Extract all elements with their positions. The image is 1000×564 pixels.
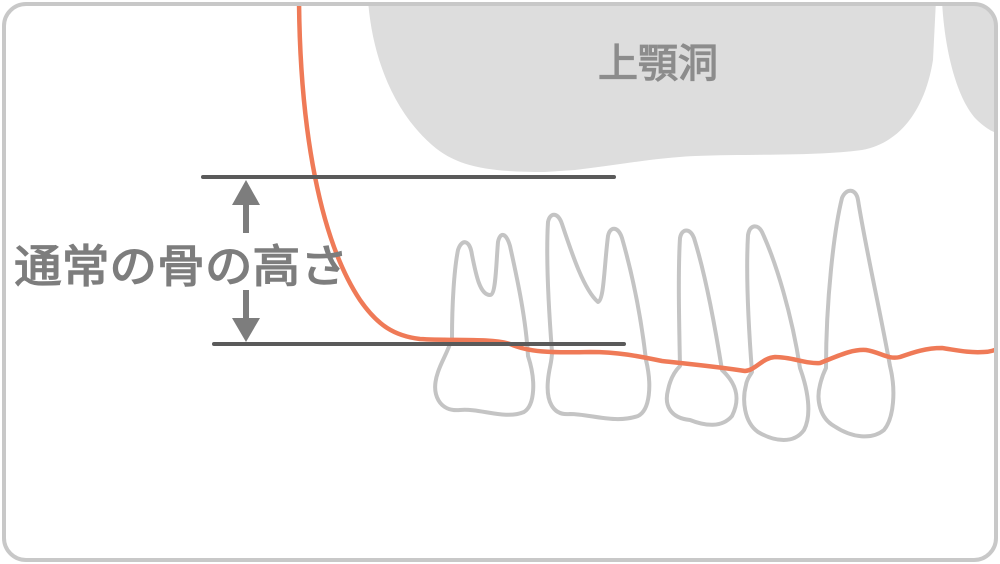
tooth-4 [742, 224, 811, 442]
adjacent-cavity [942, 4, 996, 134]
arrow-up-icon [232, 180, 260, 233]
diagram-content: 上顎洞 通常の骨の高さ [14, 4, 996, 442]
maxillary-sinus [368, 4, 936, 172]
sinus-label: 上顎洞 [598, 41, 718, 87]
bone-height-label: 通常の骨の高さ [14, 240, 348, 293]
teeth [433, 188, 896, 442]
arrow-down-icon [232, 290, 260, 342]
tooth-2 [545, 212, 652, 422]
tooth-3 [664, 228, 739, 427]
tooth-5 [816, 188, 896, 439]
bone-line [296, 4, 996, 374]
tooth-1 [433, 233, 536, 417]
